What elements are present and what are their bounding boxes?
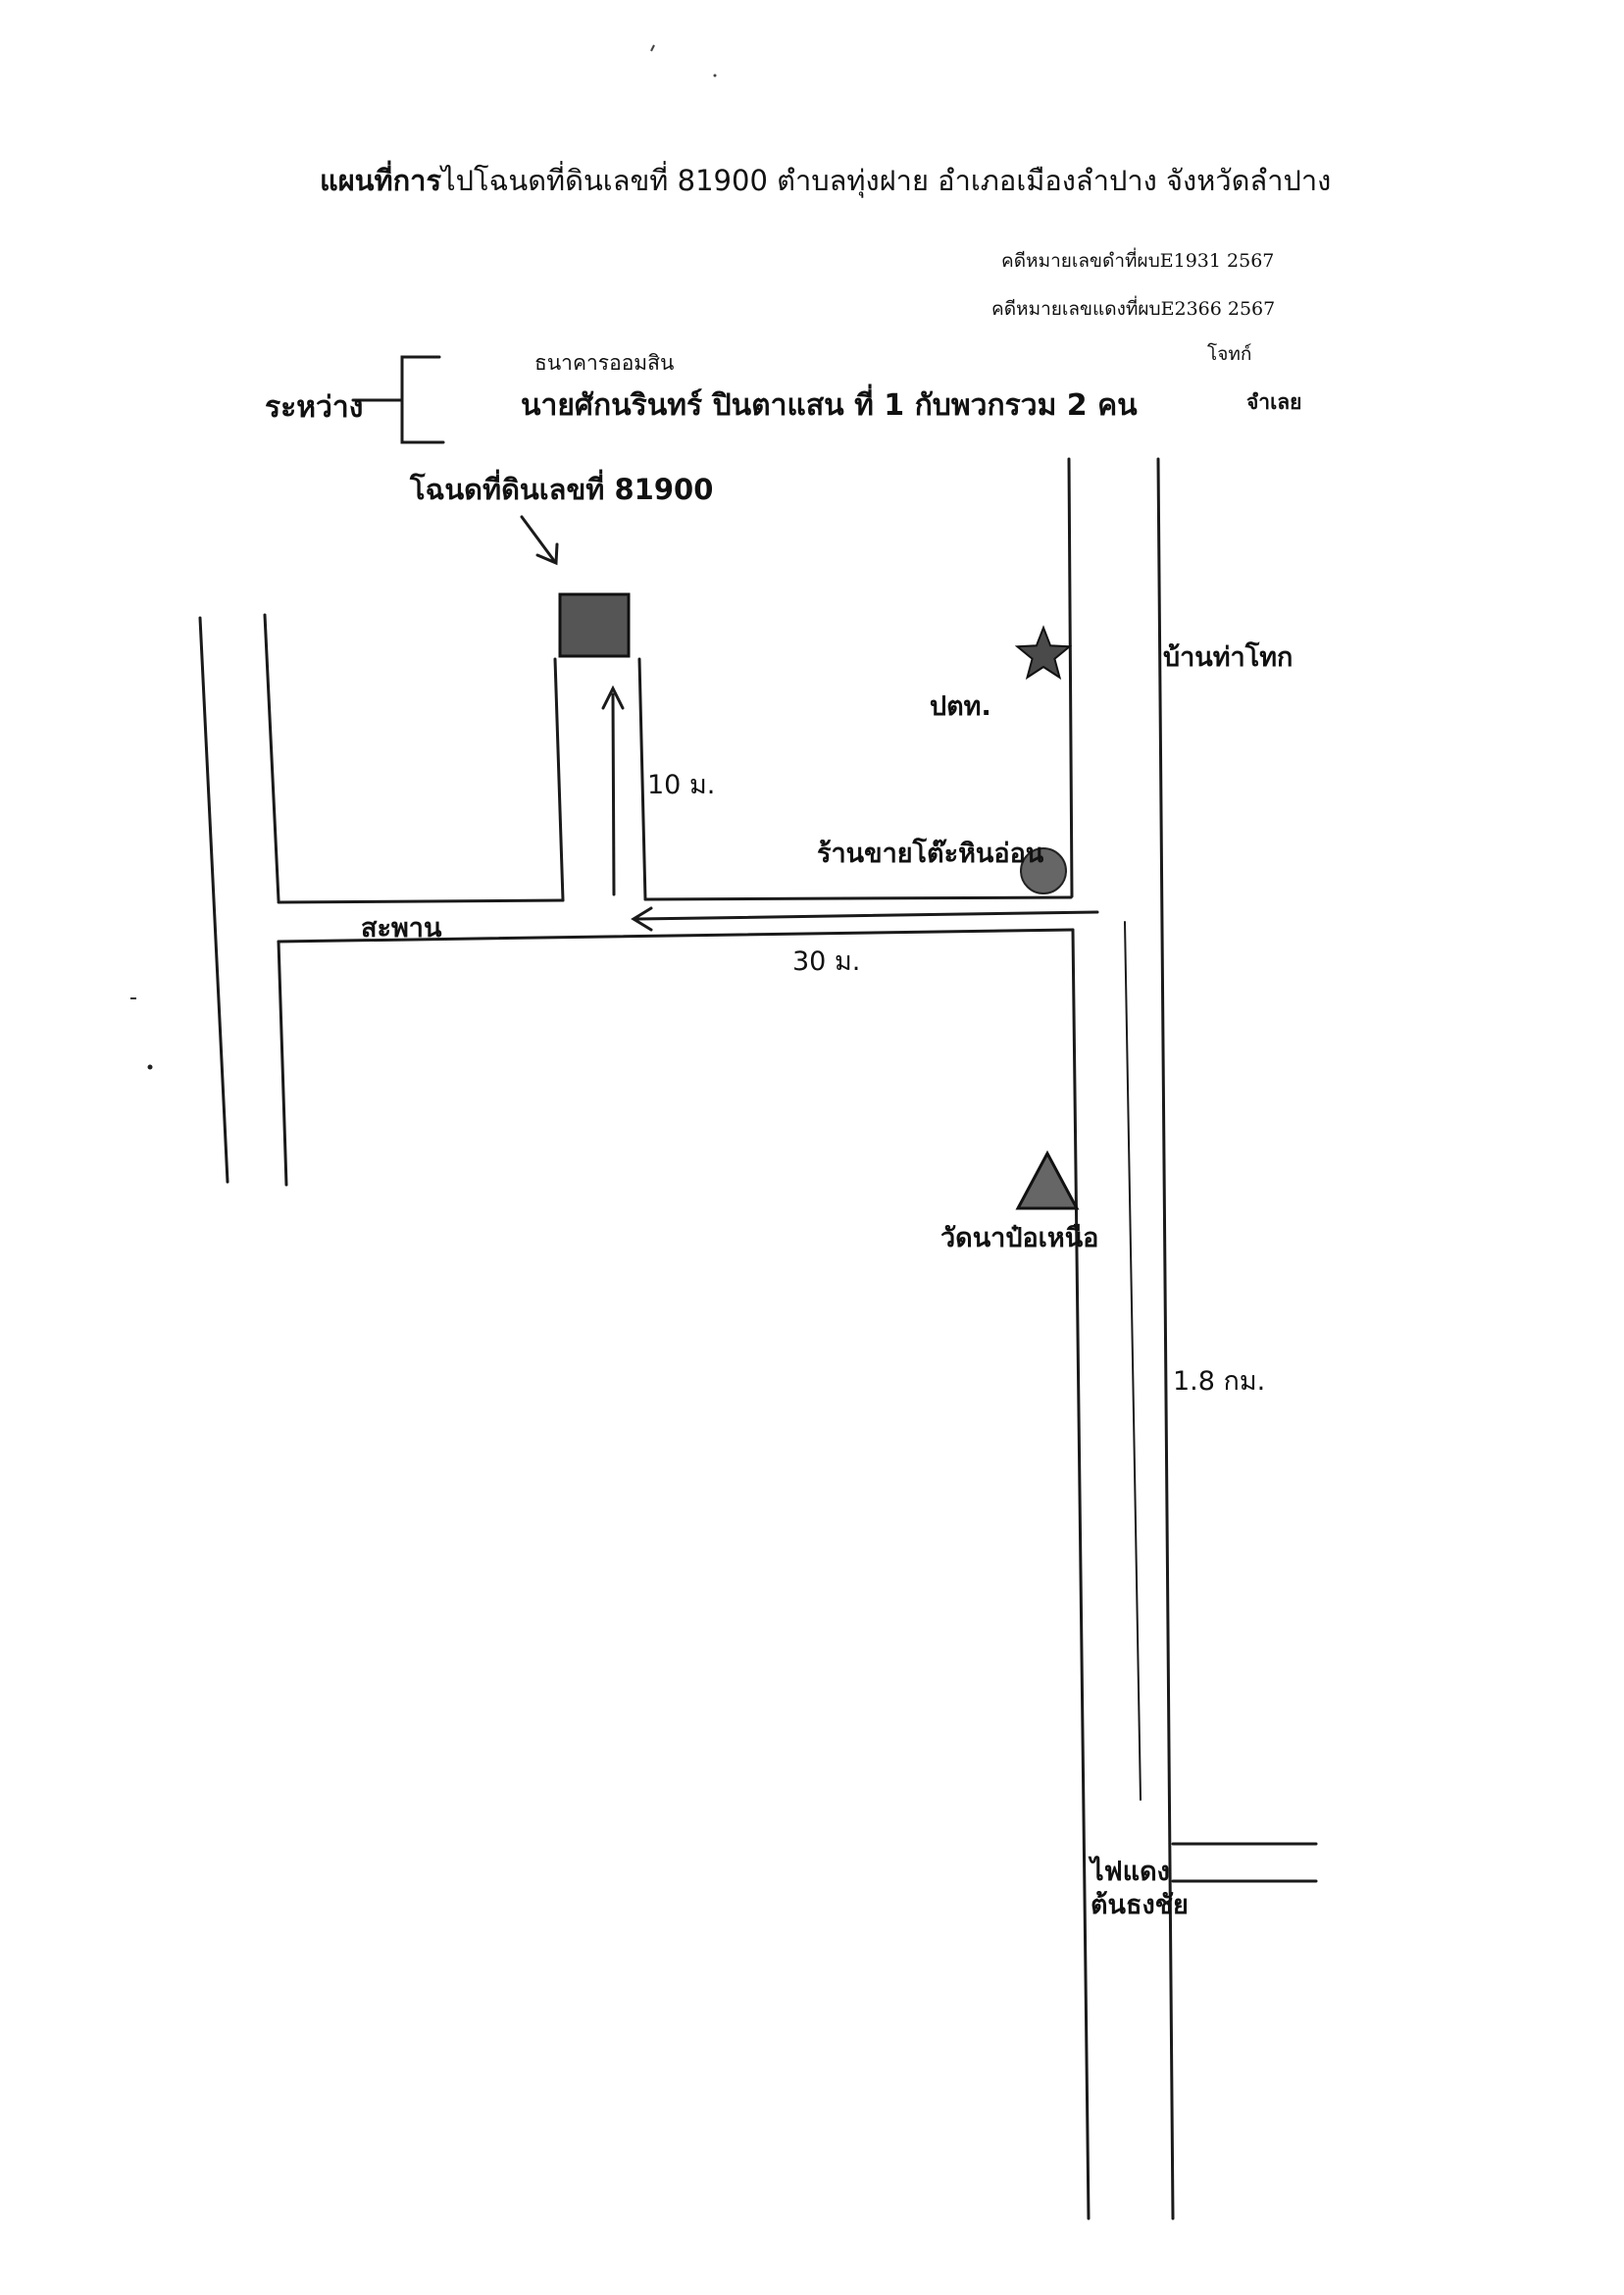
deed-pointer-arrow-line (520, 515, 557, 564)
left-road-outer (198, 616, 229, 1184)
scan-speck (650, 44, 655, 52)
gas-station-label: ปตท. (930, 691, 991, 722)
soi-upper-edge-left (277, 898, 565, 904)
triangle-icon (1015, 1149, 1080, 1210)
circle-icon (1020, 847, 1067, 894)
plaintiff-role: โจทก์ (1207, 343, 1252, 365)
scan-speck (713, 74, 717, 77)
deed-pointer-arrow-head (535, 542, 559, 566)
black-case-number: คดีหมายเลขดำที่ผบE1931 2567 (1001, 250, 1275, 272)
traffic-light-place-label: ต้นธงชัย (1091, 1890, 1189, 1920)
arrow-left-line (635, 910, 1099, 921)
temple-label: วัดนาป๋อเหนือ (940, 1223, 1099, 1253)
distance-10m-label: 10 ม. (647, 770, 716, 800)
star-icon (1014, 625, 1073, 680)
soi-upper-edge-right (643, 895, 1073, 901)
distance-30m-label: 30 ม. (792, 946, 861, 977)
land-plot-square-icon (558, 592, 631, 658)
roadside-line (1124, 921, 1142, 1801)
page-title: แผนที่การไปโฉนดที่ดินเลขที่ 81900 ตำบลทุ… (320, 164, 1332, 197)
bracket-line (351, 355, 445, 444)
shop-label: ร้านขายโต๊ะหินอ่อน (817, 839, 1044, 869)
highway-west-bottom (1071, 928, 1091, 2220)
distance-1-8km-label: 1.8 กม. (1173, 1366, 1266, 1397)
side-lane-right (637, 657, 647, 901)
arrow-up-head (601, 685, 625, 710)
scan-speck (147, 1064, 153, 1070)
village-label: บ้านท่าโทก (1163, 642, 1294, 673)
highway-west-top (1067, 457, 1074, 898)
arrow-left-head (631, 906, 653, 932)
deed-label: โฉนดที่ดินเลขที่ 81900 (410, 473, 714, 506)
left-road-inner-bottom (277, 940, 288, 1187)
bridge-label: สะพาน (361, 913, 442, 944)
plaintiff-name: ธนาคารออมสิน (534, 351, 675, 375)
defendant-role: จำเลย (1246, 390, 1302, 414)
left-road-inner-top (263, 613, 280, 902)
between-label: ระหว่าง (265, 390, 364, 425)
red-case-number: คดีหมายเลขแดงที่ผบE2366 2567 (991, 298, 1276, 320)
arrow-up-line (611, 692, 616, 896)
side-lane-left (553, 657, 565, 902)
defendant-name: นายศักนรินทร์ ปินตาแสน ที่ 1 กับพวกรวม 2… (521, 388, 1138, 423)
soi-lower-edge (277, 928, 1075, 944)
traffic-light-label: ไฟแดง (1091, 1857, 1170, 1887)
highway-east (1156, 457, 1175, 2220)
